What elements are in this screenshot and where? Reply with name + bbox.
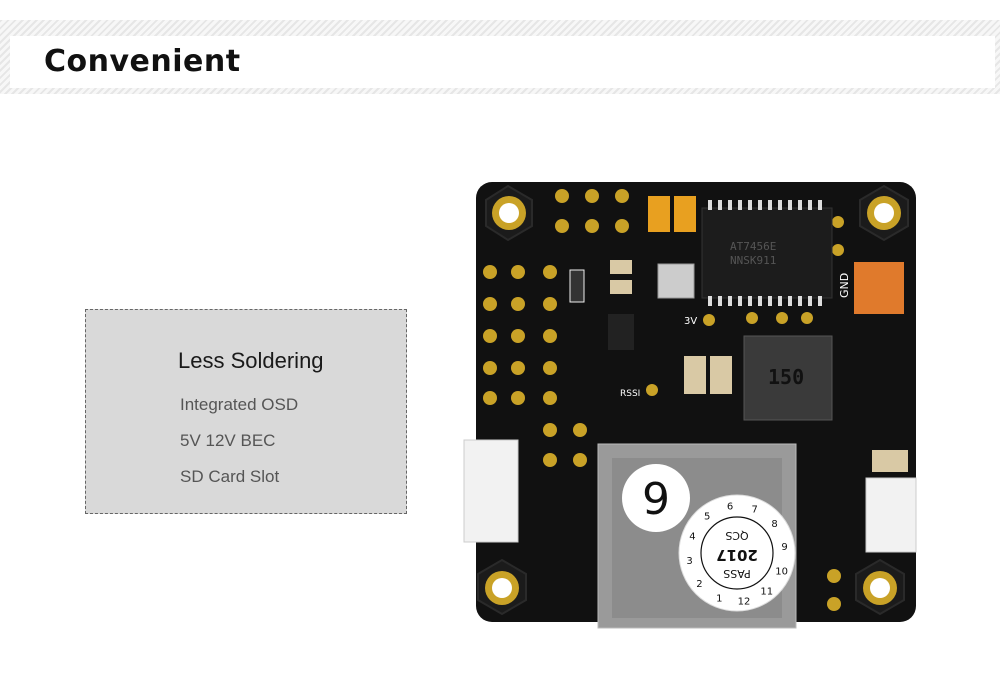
qc-dial-number: 7 <box>752 504 758 515</box>
v3-label: 3V <box>684 316 697 327</box>
bec-cap <box>684 356 706 394</box>
title-banner <box>0 20 1000 94</box>
inductor: 150 <box>743 335 833 421</box>
qc-dial-number: 6 <box>727 502 733 513</box>
feature-box: Less Soldering Integrated OSD 5V 12V BEC… <box>85 309 407 514</box>
feature-list: Integrated OSD 5V 12V BEC SD Card Slot <box>180 394 298 502</box>
small-cap <box>610 280 632 294</box>
left-connector <box>463 439 519 543</box>
number-sticker <box>622 464 690 532</box>
banner-inner <box>10 36 995 88</box>
qc-dial-number: 5 <box>704 511 710 522</box>
diode <box>569 269 585 303</box>
regulator <box>608 314 634 350</box>
feature-item-sd: SD Card Slot <box>180 467 280 486</box>
qc-year-text: 2017 <box>716 546 758 564</box>
right-connector <box>865 477 917 553</box>
qc-dial-number: 3 <box>686 556 692 567</box>
osd-chip-label-2: NNSK911 <box>730 254 776 267</box>
feature-item-bec: 5V 12V BEC <box>180 431 276 450</box>
qc-dial-number: 11 <box>760 587 773 598</box>
qc-pass-text: PASS <box>723 567 750 580</box>
orange-pad <box>854 262 904 314</box>
crystal <box>657 263 695 299</box>
qc-code-text: QCS <box>725 529 748 542</box>
bec-cap <box>710 356 732 394</box>
small-cap <box>610 260 632 274</box>
rssi-label: RSSI <box>620 389 640 399</box>
svg-text:150: 150 <box>768 365 804 389</box>
gnd-label: GND <box>838 273 851 298</box>
mounting-holes <box>477 184 909 616</box>
qc-dial-number: 2 <box>696 579 702 590</box>
tantalum-cap <box>674 196 696 232</box>
qc-dial-number: 8 <box>771 519 777 530</box>
number-sticker-text: 9 <box>642 474 670 525</box>
feature-item-osd: Integrated OSD <box>180 395 299 414</box>
solder-pads <box>483 189 844 611</box>
qc-dial-number: 10 <box>775 567 788 578</box>
osd-chip-label-1: AT7456E <box>730 240 776 253</box>
qc-dial-number: 9 <box>781 542 787 553</box>
tantalum-cap <box>648 196 670 232</box>
side-cap <box>872 450 908 472</box>
flight-controller-board: AT7456E NNSK911 GND 3V RSSI 150 9 PASS 2… <box>463 182 917 629</box>
feature-heading: Less Soldering <box>178 348 324 373</box>
osd-chip: AT7456E NNSK911 <box>701 200 833 306</box>
banner-title: Convenient <box>44 44 241 79</box>
qc-dial-number: 12 <box>738 597 751 608</box>
qc-dial-number: 4 <box>689 531 695 542</box>
qc-dial-number: 1 <box>716 594 722 605</box>
